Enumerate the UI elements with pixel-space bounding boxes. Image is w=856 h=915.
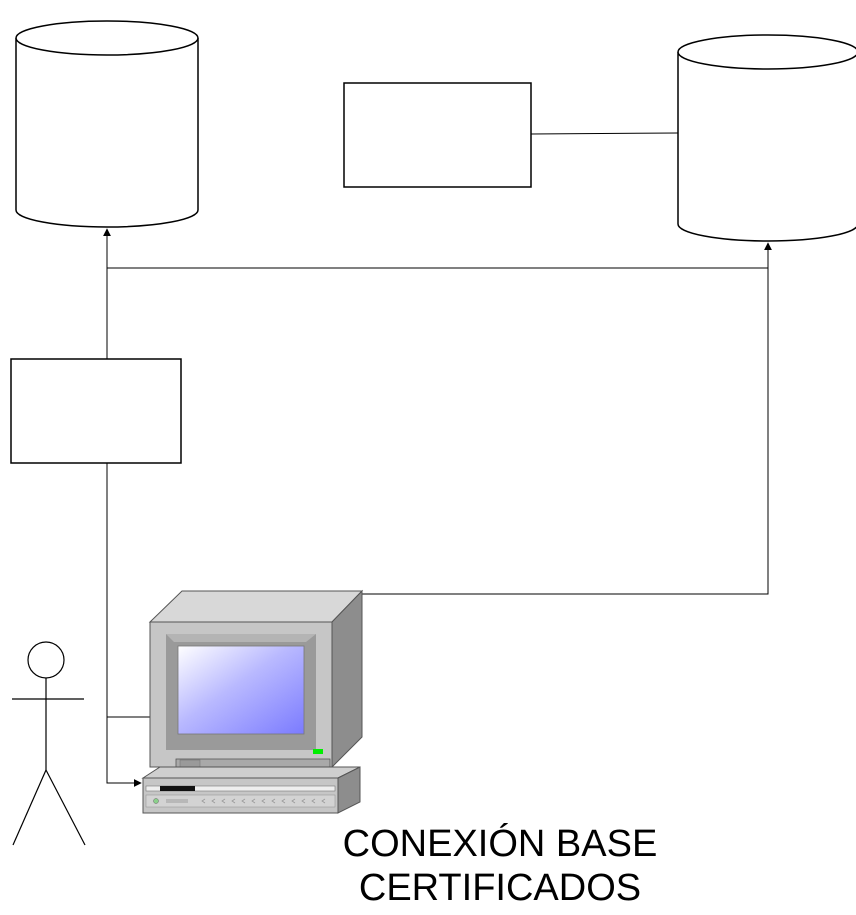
connector-box-top-to-database-right	[530, 132, 679, 135]
database-left	[15, 20, 199, 228]
diagram-caption: CONEXIÓN BASE CERTIFICADOS	[300, 822, 700, 910]
connector-computer-to-database-right	[257, 268, 769, 605]
caption-line-1: CONEXIÓN BASE	[342, 823, 658, 865]
connector-box-left-to-computer	[106, 463, 142, 787]
caption-line-2: CERTIFICADOS	[358, 867, 642, 909]
computer-power-led	[313, 749, 323, 754]
computer-screen	[177, 645, 305, 735]
database-right	[677, 34, 856, 242]
computer-drive-slot	[160, 786, 195, 791]
box-left	[10, 358, 182, 464]
box-top	[343, 82, 532, 188]
connector-horizontal-to-database-right	[107, 242, 772, 269]
user-stick-figure	[12, 641, 86, 846]
user-head	[27, 641, 65, 679]
computer	[141, 589, 364, 814]
